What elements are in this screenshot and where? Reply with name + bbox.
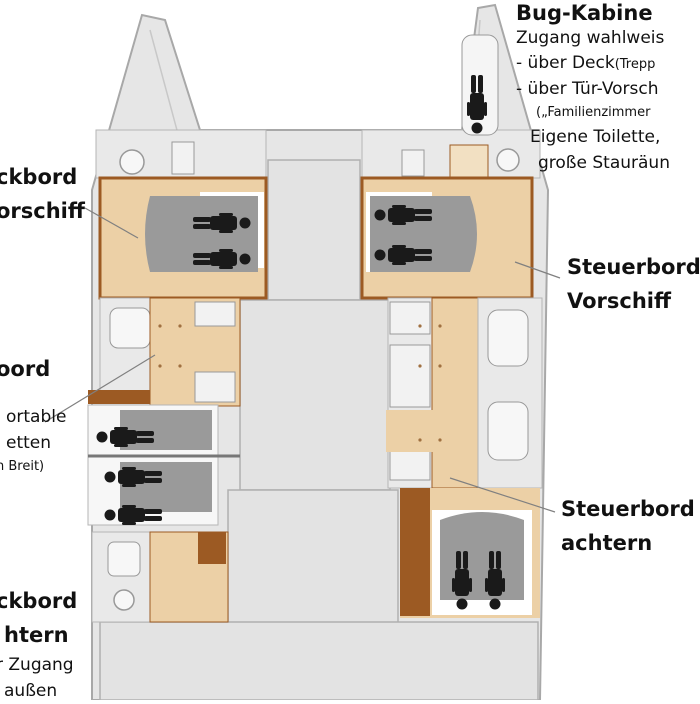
leader-starboard-aft [449, 477, 556, 513]
saloon-center [239, 299, 391, 491]
starboard-corridor-floor [431, 297, 481, 489]
leader-port-forward [84, 207, 139, 239]
saloon-forward [267, 159, 361, 301]
starboard-forward-label: Steuerbord Vorschiff [567, 255, 700, 313]
port-middle-label: oord ortable etten n Breit) [0, 357, 67, 474]
port-aft-label: ckbord htern r Zugang außen [0, 589, 78, 701]
port-forward-label: ckbord orschiff [0, 165, 85, 223]
leader-starboard-forward [514, 261, 561, 279]
leader-port-middle [44, 354, 156, 423]
starboard-aft-label: Steuerbord achtern [561, 497, 695, 555]
bow-cabin-label: Bug-Kabine Zugang wahlweis - über Deck(T… [516, 1, 670, 173]
